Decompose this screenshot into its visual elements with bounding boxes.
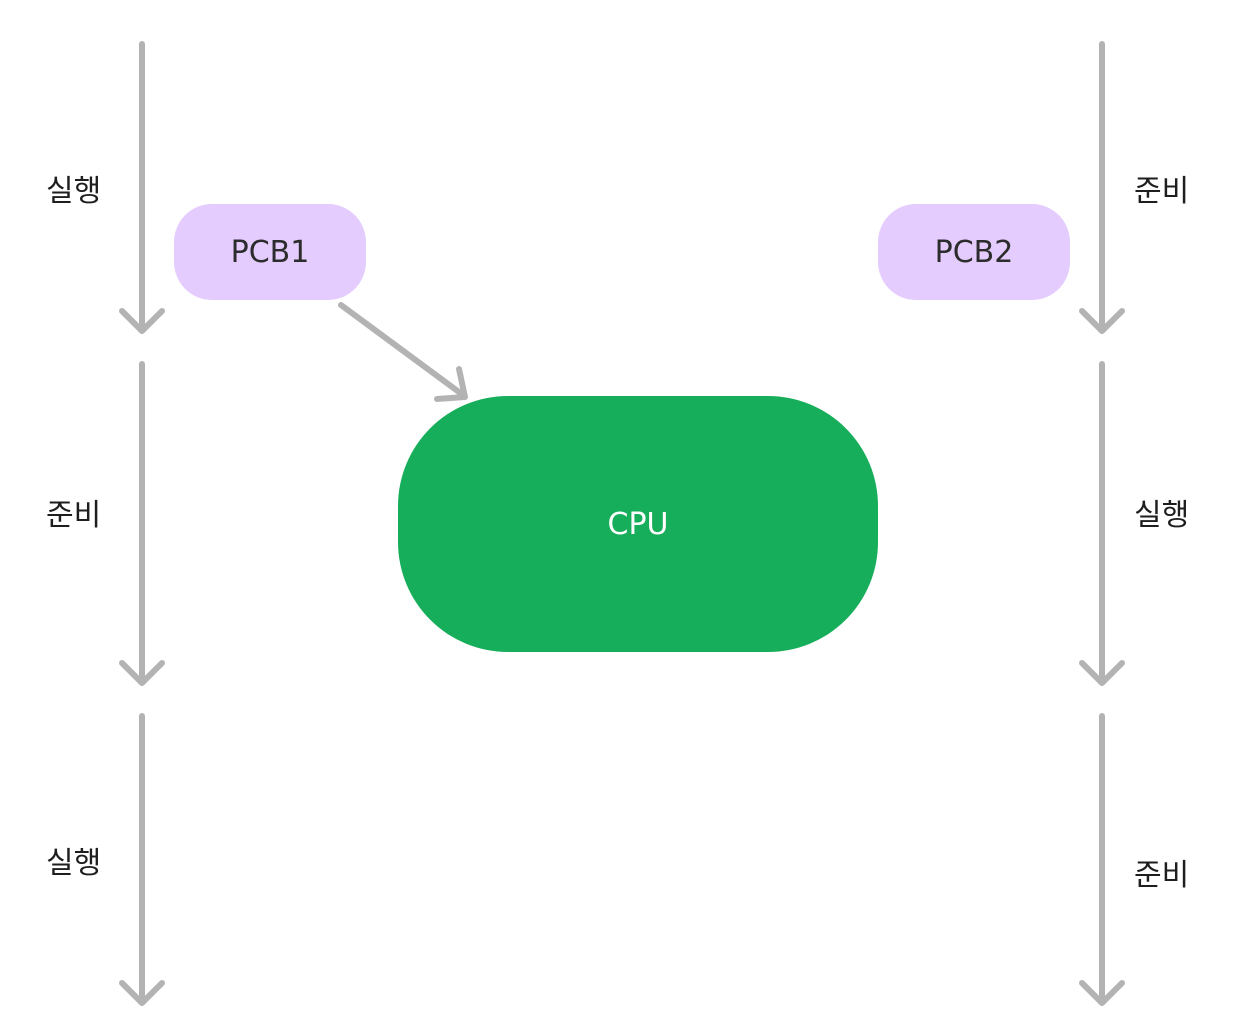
left-state-label-3: 실행 xyxy=(46,846,102,881)
right-state-label-2: 실행 xyxy=(1134,498,1190,533)
right-state-label-1: 준비 xyxy=(1134,174,1190,209)
cpu-label: CPU xyxy=(607,506,669,542)
right-timeline-arrow-3 xyxy=(1079,713,1125,1006)
left-state-label-1: 실행 xyxy=(46,174,102,209)
pcb2-node: PCB2 xyxy=(878,204,1070,300)
right-timeline-arrow-1 xyxy=(1079,41,1125,334)
cpu-node: CPU xyxy=(398,396,878,652)
left-timeline-arrow-1 xyxy=(119,41,165,334)
pcb1-to-cpu-arrow xyxy=(338,302,468,402)
left-timeline-arrow-3 xyxy=(119,713,165,1006)
pcb1-node: PCB1 xyxy=(174,204,366,300)
left-timeline-arrow-2 xyxy=(119,361,165,686)
right-timeline-arrow-2 xyxy=(1079,361,1125,686)
right-state-label-3: 준비 xyxy=(1134,858,1190,893)
pcb2-label: PCB2 xyxy=(934,234,1014,270)
left-state-label-2: 준비 xyxy=(46,498,102,533)
pcb1-label: PCB1 xyxy=(230,234,310,270)
